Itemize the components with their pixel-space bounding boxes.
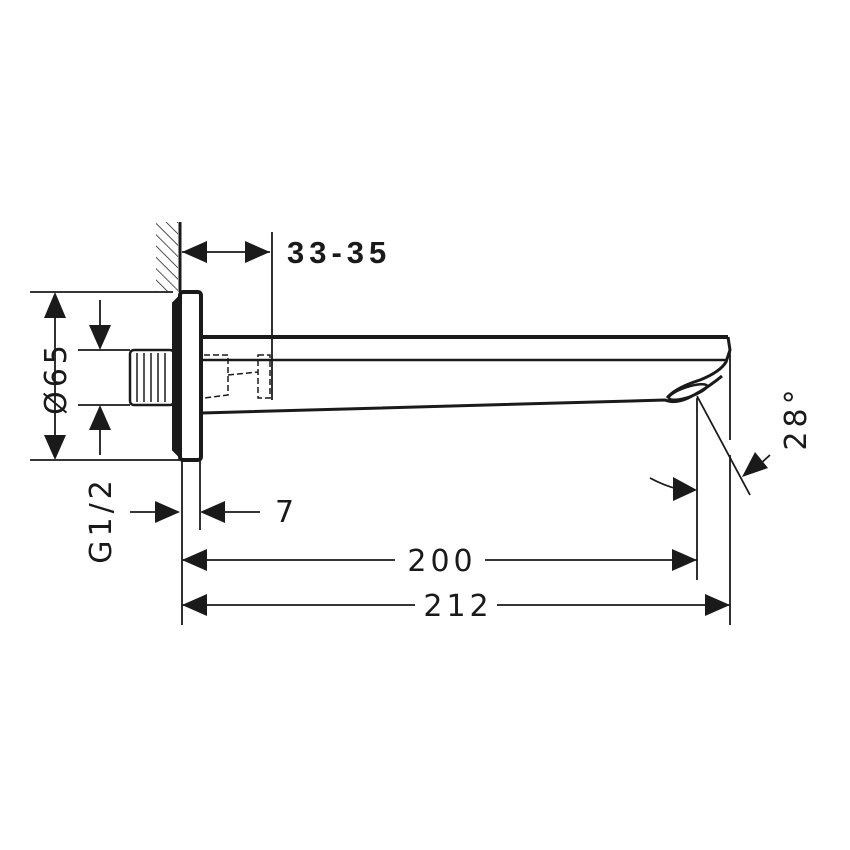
flange xyxy=(172,290,203,462)
arrowheads xyxy=(44,241,768,616)
dim-label-wall-projection: 33-35 xyxy=(287,235,391,270)
thread-connector xyxy=(128,348,176,407)
wall-hatch xyxy=(156,222,178,292)
extension-lines xyxy=(30,232,751,625)
dim-label-212: 212 xyxy=(423,589,492,624)
dim-label-thread: G1/2 xyxy=(84,476,119,564)
dim-label-flange-thickness: 7 xyxy=(275,495,298,530)
dim-label-angle: 28° xyxy=(779,385,814,450)
dim-label-flange-diameter: Ø65 xyxy=(39,341,74,415)
spout-body xyxy=(201,335,732,415)
dim-label-200: 200 xyxy=(407,544,476,579)
